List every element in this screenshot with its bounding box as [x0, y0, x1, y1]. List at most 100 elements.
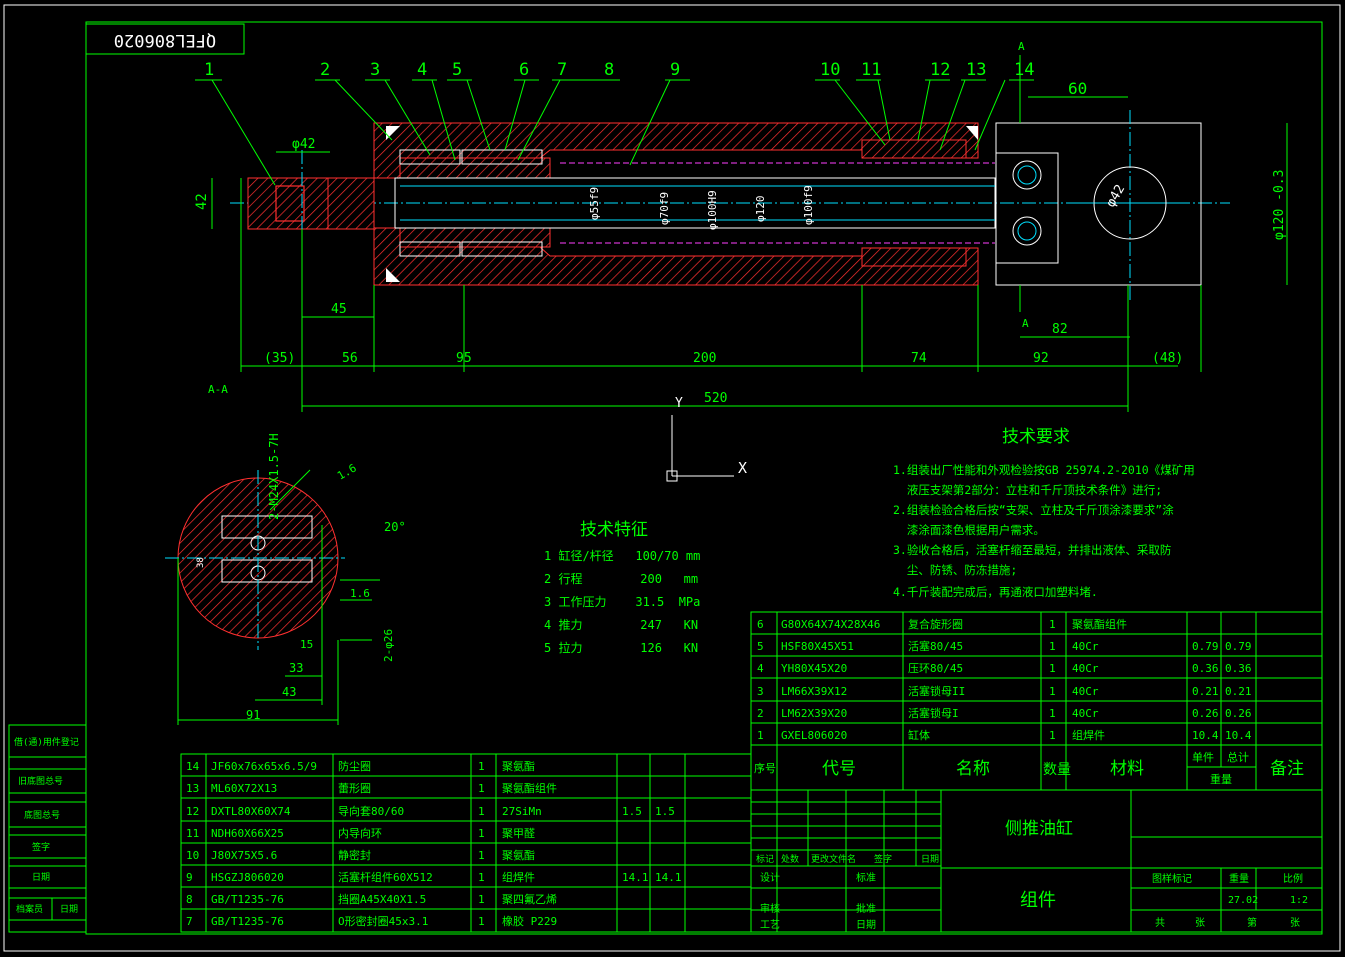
svg-text:聚甲醛: 聚甲醛 [502, 826, 535, 840]
section-ang: 20° [384, 520, 406, 534]
bom-left-row: 14 JF60x76x65x6.5/9 防尘圈 1 聚氨酯 [186, 759, 535, 773]
svg-text:13: 13 [186, 782, 199, 795]
bom-right-row: 6 G80X64X74X28X46 复合旋形圈 1 聚氨酯组件 [757, 617, 1127, 631]
outer-border [3, 4, 1341, 952]
bom-left-row: 10 J80X75X5.6 静密封 1 聚氨酯 [186, 848, 535, 862]
svg-text:8: 8 [186, 893, 193, 906]
rev-col: 更改文件名 [811, 853, 856, 865]
section-38: 38 [196, 557, 206, 568]
bom-left-row: 13 ML60X72X13 蕾形圈 1 聚氨酯组件 [186, 781, 557, 795]
svg-text:材料: 材料 [1110, 759, 1144, 779]
bom-left: 14 JF60x76x65x6.5/9 防尘圈 1 聚氨酯 13 ML60X72… [180, 753, 752, 933]
strip-label: 旧底图总号 [18, 775, 63, 787]
svg-text:LM62X39X20: LM62X39X20 [781, 707, 847, 720]
bom-left-row: 12 DXTL80X60X74 导向套80/60 1 27SiMn 1.5 1.… [186, 804, 675, 818]
svg-text:1: 1 [478, 871, 485, 884]
svg-text:NDH60X66X25: NDH60X66X25 [211, 827, 284, 840]
part-no: 5 [452, 60, 462, 80]
weight-label: 重量 [1229, 872, 1249, 885]
stage-label: 图样标记 [1152, 872, 1192, 885]
tech-req-title: 技术要求 [1002, 427, 1070, 447]
svg-text:GB/T1235-76: GB/T1235-76 [211, 915, 284, 928]
section-aa: A-A 2-M24X1.5-7H 20° 1.6 1.6 2-φ26 15 38… [165, 383, 406, 725]
svg-text:GXEL806020: GXEL806020 [781, 729, 847, 742]
axis-y: Y [675, 396, 683, 411]
svg-text:HSGZJ806020: HSGZJ806020 [211, 871, 284, 884]
section-label: A-A [208, 383, 228, 396]
section-thread: 2-M24X1.5-7H [267, 433, 281, 520]
svg-text:1: 1 [1049, 729, 1056, 742]
svg-text:0.36: 0.36 [1225, 662, 1252, 675]
sign-row: 设计 [760, 871, 780, 884]
svg-text:1: 1 [1049, 685, 1056, 698]
tech-spec: 技术特征 1 缸径/杆径 100/70 mm 2 行程 200 mm 3 工作压… [544, 520, 700, 655]
bom-right-row: 5 HSF80X45X51 活塞80/45 1 40Cr 0.79 0.79 [757, 639, 1252, 653]
sheet-label: 张 [1290, 917, 1300, 929]
tech-req-line: 3.验收合格后，活塞杆缩至最短，并排出液体、采取防 [893, 543, 1171, 557]
svg-text:2: 2 [757, 707, 764, 720]
strip-label: 签字 [32, 841, 50, 853]
tech-spec-title: 技术特征 [580, 520, 648, 540]
svg-text:10.4: 10.4 [1225, 729, 1252, 742]
dim-200: 200 [693, 351, 716, 366]
bom-right-row: 4 YH80X45X20 压环80/45 1 40Cr 0.36 0.36 [757, 662, 1252, 675]
drawing-code: QFEL806020 [114, 30, 216, 50]
svg-text:1: 1 [478, 893, 485, 906]
sheet-label: 张 [1195, 917, 1205, 929]
svg-text:0.26: 0.26 [1225, 707, 1252, 720]
bom-left-row: 8 GB/T1235-76 挡圈A45X40X1.5 1 聚四氟乙烯 [186, 892, 557, 906]
svg-text:代号: 代号 [822, 759, 856, 779]
svg-text:数量: 数量 [1043, 762, 1071, 778]
part-no: 14 [1014, 60, 1034, 80]
svg-text:1.5: 1.5 [622, 805, 642, 818]
svg-text:6: 6 [757, 618, 764, 631]
svg-text:组焊件: 组焊件 [502, 870, 535, 884]
tech-spec-line: 4 推力 247 KN [544, 618, 698, 632]
dim-520: 520 [704, 391, 727, 406]
tech-req-line: 液压支架第2部分：立柱和千斤顶技术条件》进行; [893, 483, 1162, 497]
svg-text:11: 11 [186, 827, 199, 840]
svg-text:5: 5 [757, 640, 764, 653]
part-no: 12 [930, 60, 950, 80]
tech-req-line: 漆涂面漆色根据用户需求。 [893, 523, 1045, 537]
dim-45: 45 [331, 302, 347, 317]
part-no: 8 [604, 60, 614, 80]
bom-left-row: 9 HSGZJ806020 活塞杆组件60X512 1 组焊件 14.1 14.… [186, 870, 682, 884]
dim-inner-1: φ70f9 [658, 192, 671, 225]
section-mark-bottom: A [1022, 317, 1029, 330]
svg-text:1: 1 [478, 827, 485, 840]
section-91: 91 [246, 708, 260, 722]
drawing-title: 侧推油缸 [1005, 818, 1073, 839]
inner-border [85, 21, 1323, 935]
svg-text:1: 1 [1049, 618, 1056, 631]
svg-text:蕾形圈: 蕾形圈 [338, 782, 371, 795]
part-no: 2 [320, 60, 330, 80]
rev-col: 签字 [874, 853, 892, 865]
svg-text:1: 1 [1049, 707, 1056, 720]
svg-text:J80X75X5.6: J80X75X5.6 [211, 849, 277, 862]
sheet-label: 共 [1155, 917, 1165, 929]
dimensions: φ42 42 45 (35) 56 95 200 74 92 (48) 520 … [194, 40, 1288, 412]
svg-text:1: 1 [757, 729, 764, 742]
svg-text:HSF80X45X51: HSF80X45X51 [781, 640, 854, 653]
sheet-label: 第 [1247, 916, 1257, 929]
svg-text:内导向环: 内导向环 [338, 826, 382, 840]
svg-text:单件: 单件 [1192, 751, 1214, 764]
sign-row: 工艺 [760, 919, 780, 931]
dim-95: 95 [456, 351, 472, 366]
cylinder-view [230, 55, 1230, 312]
ucs-axis-icon: Y X [666, 396, 747, 482]
svg-text:聚氨酯: 聚氨酯 [502, 849, 535, 862]
svg-text:1: 1 [478, 805, 485, 818]
dim-inner-2: φ100H9 [706, 190, 719, 230]
rev-col: 日期 [921, 854, 939, 865]
svg-text:橡胶 P229: 橡胶 P229 [502, 914, 557, 928]
svg-text:活塞杆组件60X512: 活塞杆组件60X512 [338, 870, 433, 884]
svg-text:1: 1 [478, 782, 485, 795]
part-labels: 1 2 3 4 5 6 7 8 9 10 11 12 13 14 [195, 60, 1034, 186]
svg-text:0.21: 0.21 [1225, 685, 1252, 698]
drawing-subtitle: 组件 [1020, 890, 1056, 911]
svg-text:聚氨酯组件: 聚氨酯组件 [1072, 617, 1127, 631]
bom-right-row: 2 LM62X39X20 活塞锁母I 1 40Cr 0.26 0.26 [757, 706, 1252, 720]
svg-text:40Cr: 40Cr [1072, 707, 1099, 720]
